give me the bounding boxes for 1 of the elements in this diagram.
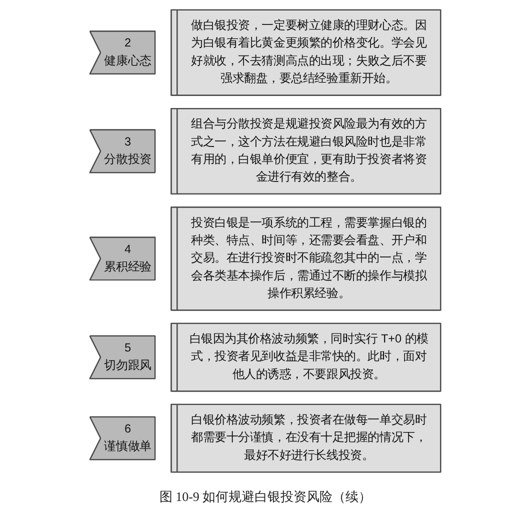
figure-caption: 图 10-9 如何规避白银投资风险（续） bbox=[159, 489, 372, 504]
